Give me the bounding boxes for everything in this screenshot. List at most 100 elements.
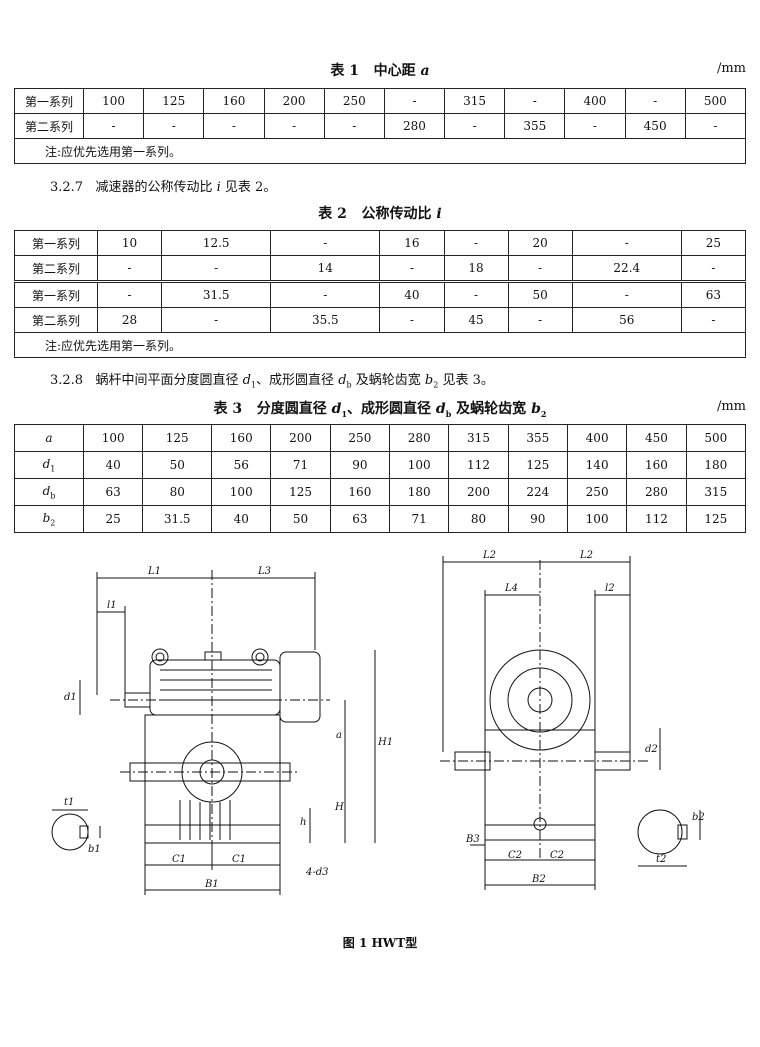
- table-row: 第一系列 10 12.5 - 16 - 20 - 25: [14, 230, 747, 256]
- row-sub: 2: [50, 518, 56, 528]
- table-cell: 250: [566, 478, 628, 506]
- table-cell: 280: [389, 424, 450, 452]
- table-cell: -: [96, 255, 163, 282]
- table2: 第一系列 10 12.5 - 16 - 20 - 25 第二系列 - - 14 …: [14, 230, 747, 358]
- left-view-reducer: [79, 570, 376, 895]
- table-cell: 50: [270, 505, 331, 533]
- table-cell: 40: [211, 505, 272, 533]
- fig-label-b2: b2: [692, 812, 705, 823]
- table3: a 100 125 160 200 250 280 315 355 400 45…: [14, 424, 747, 533]
- table-cell: 16: [379, 230, 445, 256]
- table2-title-var: i: [436, 206, 442, 222]
- table-cell: 45: [443, 307, 509, 333]
- fig-label-H1: H1: [377, 737, 393, 748]
- row-label: 第二系列: [14, 307, 98, 333]
- table-row: d1 40 50 56 71 90 100 112 125 140 160 18…: [14, 451, 747, 479]
- row-var: a: [45, 431, 53, 445]
- para-text: 及蜗轮齿宽: [351, 373, 425, 388]
- table-cell: 250: [323, 88, 385, 114]
- table-row: b2 25 31.5 40 50 63 71 80 90 100 112 125: [14, 505, 747, 533]
- table-cell: -: [443, 230, 509, 256]
- table-cell: 450: [626, 424, 687, 452]
- table-cell: 63: [329, 505, 391, 533]
- fig-label-H: H: [334, 802, 344, 813]
- table-cell: 25: [82, 505, 144, 533]
- table3-sub: 1: [341, 408, 348, 419]
- table-cell: 25: [680, 230, 747, 256]
- table-cell: -: [443, 280, 509, 308]
- fig-label-B3: B3: [465, 834, 480, 845]
- table-cell: 18: [443, 255, 509, 282]
- table-cell: -: [323, 113, 385, 139]
- para-sub: 2: [433, 380, 439, 390]
- section-number: 3.2.8: [50, 373, 84, 388]
- fig-label-b1: b1: [88, 844, 101, 855]
- table-cell: 450: [624, 113, 686, 139]
- table-cell: 125: [143, 88, 205, 114]
- table-cell: 40: [82, 451, 144, 479]
- table-cell: 63: [82, 478, 144, 506]
- table-cell: 400: [566, 424, 628, 452]
- table-cell: 71: [389, 505, 450, 533]
- table2-caption: 表 2 公称传动比 i: [14, 203, 746, 223]
- table2-number: 表 2: [318, 206, 347, 222]
- table-cell: -: [143, 113, 205, 139]
- table2-note: 注:应优先选用第一系列。: [14, 332, 746, 358]
- row-sub: b: [50, 491, 56, 501]
- table1-note: 注:应优先选用第一系列。: [14, 138, 746, 164]
- table-cell: 31.5: [142, 505, 213, 533]
- table-cell: -: [684, 113, 747, 139]
- table-cell: 40: [379, 280, 445, 308]
- table-cell: 250: [329, 424, 391, 452]
- table-row: 第二系列 - - 14 - 18 - 22.4 -: [14, 255, 747, 282]
- table-cell: 100: [82, 88, 145, 114]
- input-shaft-section: [51, 809, 101, 851]
- table-cell: 112: [448, 451, 509, 479]
- table3-var: d: [331, 401, 342, 417]
- table-cell: -: [680, 307, 747, 333]
- table-cell: -: [270, 280, 381, 308]
- row-label: 第一系列: [14, 88, 84, 114]
- para-3-2-8: 3.2.8 蜗杆中间平面分度圆直径 d1、成形圆直径 db 及蜗轮齿宽 b2 见…: [50, 369, 494, 390]
- table1-unit: /mm: [716, 61, 746, 76]
- fig-label-d1: d1: [64, 692, 77, 703]
- row-sub: 1: [50, 464, 56, 474]
- fig-label-L1: L1: [147, 566, 161, 577]
- table-cell: -: [624, 88, 686, 114]
- table-cell: 100: [566, 505, 628, 533]
- para-var: d: [338, 373, 347, 388]
- table-row: 第二系列 28 - 35.5 - 45 - 56 -: [14, 307, 747, 333]
- table-row: db 63 80 100 125 160 180 200 224 250 280…: [14, 478, 747, 506]
- table-cell: 80: [142, 478, 213, 506]
- fig-label-l1: l1: [107, 600, 117, 611]
- para-text: 蜗杆中间平面分度圆直径: [95, 373, 243, 388]
- para-var: i: [216, 180, 221, 195]
- fig-label-C2-right: C2: [550, 850, 564, 861]
- table-cell: -: [507, 307, 573, 333]
- table-note-row: 注:应优先选用第一系列。: [14, 138, 746, 164]
- table-cell: 100: [82, 424, 144, 452]
- table1-caption: 表 1 中心距 a: [14, 60, 746, 80]
- table-cell: 35.5: [270, 307, 381, 333]
- table-cell: -: [263, 113, 325, 139]
- row-label: a: [14, 424, 84, 452]
- fig-label-l2: l2: [605, 583, 615, 594]
- fig-label-h: h: [300, 817, 306, 828]
- table-cell: 160: [329, 478, 391, 506]
- table-cell: 125: [507, 451, 568, 479]
- fig-label-B1: B1: [204, 879, 219, 890]
- row-label: 第二系列: [14, 113, 84, 139]
- table1-title: 中心距: [373, 63, 416, 79]
- row-label: 第一系列: [14, 280, 98, 308]
- table3-var: d: [435, 401, 446, 417]
- para-text: 、成形圆直径: [256, 373, 339, 388]
- lifting-eye: [251, 648, 269, 666]
- right-view-reducer: [440, 556, 661, 890]
- table3-unit: /mm: [716, 399, 746, 414]
- row-var: b: [42, 510, 51, 525]
- table3-title: 及蜗轮齿宽: [451, 401, 532, 417]
- table-cell: 140: [566, 451, 628, 479]
- table3-title: 、成形圆直径: [347, 401, 436, 417]
- row-var: d: [42, 456, 51, 471]
- table-cell: -: [564, 113, 626, 139]
